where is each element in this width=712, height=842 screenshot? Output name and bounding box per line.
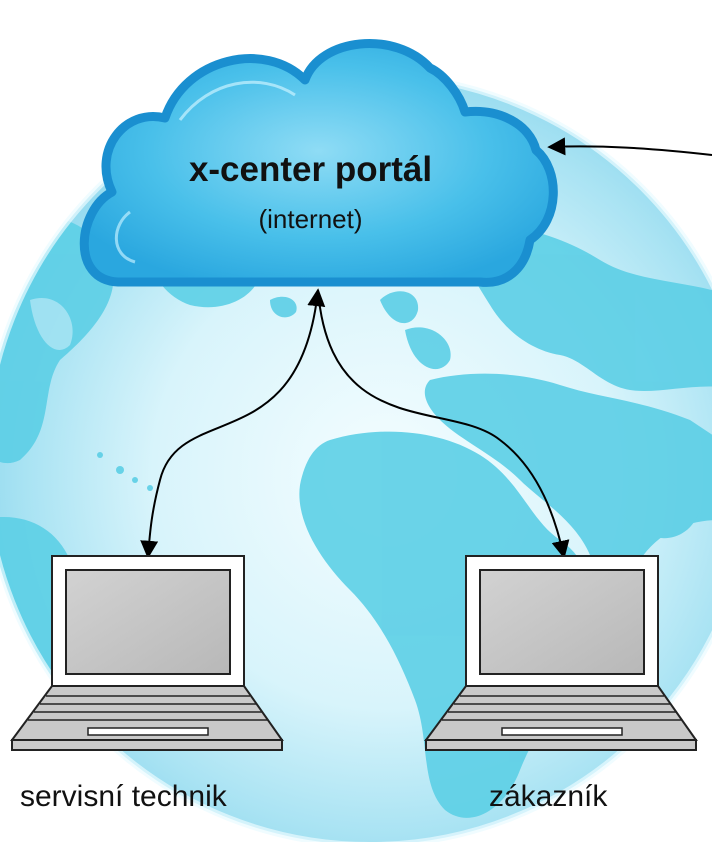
portal-title: x-center portál (188, 150, 433, 189)
customer-connection-arrow (317, 289, 570, 559)
customer-laptop-icon (424, 555, 698, 751)
portal-subtitle: (internet) (258, 204, 363, 234)
cloud-icon (79, 39, 558, 287)
customer-label: zákazník (489, 780, 608, 813)
technician-label: servisní technik (20, 780, 227, 813)
technician-laptop-icon (10, 555, 284, 751)
technician-connection-arrow (140, 288, 326, 559)
external-connection-arrow (547, 137, 712, 156)
